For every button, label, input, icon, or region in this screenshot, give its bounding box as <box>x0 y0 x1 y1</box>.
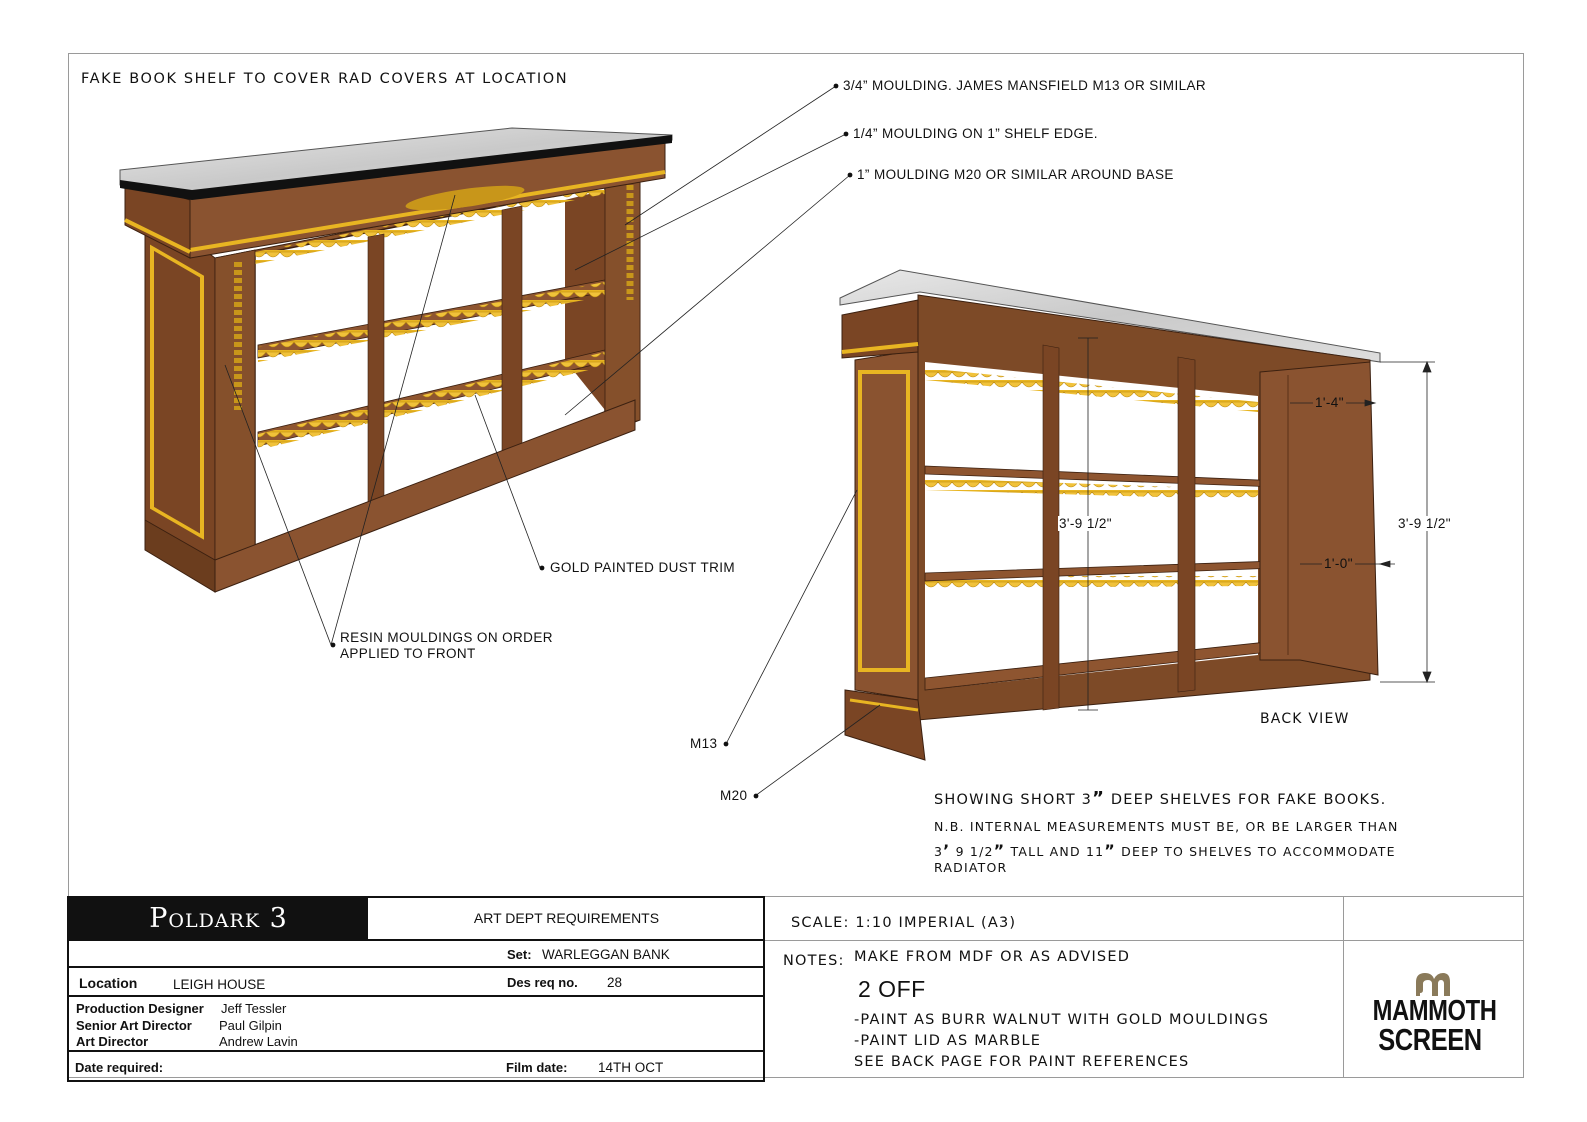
note-nb2-c: 9 1/2 <box>950 844 994 859</box>
front-upright-2 <box>501 205 523 458</box>
set-label: Set: <box>507 947 532 962</box>
mammoth-logo-icon <box>1416 973 1450 996</box>
note-nb2-b: ’ <box>943 841 951 860</box>
tb-line-1 <box>69 939 764 941</box>
callout-moulding-34: 3/4” MOULDING. JAMES MANSFIELD M13 OR SI… <box>843 78 1207 93</box>
note-nb-line3: RADIATOR <box>934 860 1008 875</box>
tb-line-2 <box>69 966 764 968</box>
front-frieze-ornament <box>405 185 525 211</box>
set-value: WARLEGGAN BANK <box>542 947 670 962</box>
art-dept-header: ART DEPT REQUIREMENTS <box>473 910 660 926</box>
note-paint-walnut: -PAINT AS BURR WALNUT WITH GOLD MOULDING… <box>854 1012 1270 1028</box>
note-back-page: SEE BACK PAGE FOR PAINT REFERENCES <box>854 1054 1190 1070</box>
production-title-bar <box>69 898 368 940</box>
pd-value: Jeff Tessler <box>221 1001 287 1016</box>
front-right-pilaster <box>604 177 641 431</box>
dim-shelf-depth: 1'-0" <box>1322 556 1355 571</box>
back-upright-1 <box>1042 344 1060 711</box>
sad-label: Senior Art Director <box>76 1018 192 1033</box>
note-short-shelves-a: SHOWING SHORT 3 <box>934 792 1093 808</box>
notes-label: NOTES: <box>783 953 845 969</box>
note-nb-line2: 3’ 9 1/2” TALL AND 11” DEEP TO SHELVES T… <box>934 841 1396 860</box>
note-short-shelves-c: DEEP SHELVES FOR FAKE BOOKS. <box>1105 792 1387 808</box>
pd-label: Production Designer <box>76 1001 204 1016</box>
dim-height-inner: 3'-9 1/2" <box>1058 516 1113 531</box>
back-cornice <box>841 299 919 359</box>
front-plinth-side <box>144 519 216 593</box>
dim-height-outer: 3'-9 1/2" <box>1397 516 1452 531</box>
scale-text: SCALE: 1:10 IMPERIAL (A3) <box>791 915 1017 931</box>
front-left-side-gold-panel <box>150 244 204 540</box>
desreq-label: Des req no. <box>507 975 578 990</box>
note-short-shelves: SHOWING SHORT 3” DEEP SHELVES FOR FAKE B… <box>934 788 1386 809</box>
callout-dust-trim: GOLD PAINTED DUST TRIM <box>550 560 736 575</box>
callout-m13: M13 <box>690 736 718 751</box>
callout-moulding-1: 1” MOULDING M20 OR SIMILAR AROUND BASE <box>857 167 1174 182</box>
ad-value: Andrew Lavin <box>219 1034 298 1049</box>
sad-value: Paul Gilpin <box>219 1018 282 1033</box>
film-date-value: 14TH OCT <box>598 1060 664 1075</box>
note-nb2-e: TALL AND 11 <box>1005 844 1105 859</box>
right-block-vline <box>1343 896 1344 1078</box>
back-view-label: BACK VIEW <box>1260 711 1350 727</box>
callout-m20: M20 <box>720 788 748 803</box>
right-block <box>765 896 1524 1078</box>
logo-line2: SCREEN <box>1378 1022 1482 1057</box>
back-trim-2 <box>925 478 1258 500</box>
note-nb2-d: ” <box>993 841 1006 860</box>
note-nb2-a: 3 <box>934 844 944 859</box>
back-right-end <box>1259 361 1379 676</box>
location-label: Location <box>79 975 138 991</box>
production-title: Poldark 3 <box>149 903 288 934</box>
callout-moulding-14: 1/4” MOULDING ON 1” SHELF EDGE. <box>853 126 1098 141</box>
callout-resin-line1: RESIN MOULDINGS ON ORDER <box>340 630 553 645</box>
note-nb-line1: N.B. INTERNAL MEASUREMENTS MUST BE, OR B… <box>934 819 1399 834</box>
note-mdf: MAKE FROM MDF OR AS ADVISED <box>854 949 1131 965</box>
title-block <box>67 896 765 1082</box>
tb-vline-header <box>367 898 368 940</box>
desreq-value: 28 <box>607 975 623 990</box>
back-trim-3 <box>925 576 1258 588</box>
front-marble-edge <box>120 135 672 200</box>
drawing-title: FAKE BOOK SHELF TO COVER RAD COVERS AT L… <box>81 71 569 87</box>
back-upright-2 <box>1177 356 1196 693</box>
date-required-label: Date required: <box>75 1060 164 1075</box>
leader-lines <box>224 85 881 797</box>
callout-resin-line2: APPLIED TO FRONT <box>340 646 476 661</box>
note-paint-marble: -PAINT LID AS MARBLE <box>854 1033 1042 1049</box>
drawing-frame <box>68 53 1524 1078</box>
tb-line-3 <box>69 995 764 997</box>
right-block-hline <box>765 940 1524 941</box>
leader-dots <box>330 83 853 799</box>
back-view-bookcase <box>839 269 1381 761</box>
note-nb2-f: ” <box>1104 841 1116 860</box>
tb-line-4 <box>69 1050 764 1052</box>
dim-depth-top: 1'-4" <box>1313 395 1346 410</box>
back-left-gold-panel <box>858 370 910 672</box>
note-2-off: 2 OFF <box>858 976 926 1002</box>
note-short-shelves-b: ” <box>1092 788 1106 809</box>
front-left-pilaster <box>214 249 256 591</box>
back-trim-1 <box>925 368 1258 412</box>
front-view-bookcase <box>119 127 673 593</box>
note-nb2-g: DEEP TO SHELVES TO ACCOMMODATE <box>1116 844 1396 859</box>
film-date-label: Film date: <box>506 1060 568 1075</box>
ad-label: Art Director <box>76 1034 149 1049</box>
location-value: LEIGH HOUSE <box>173 977 266 992</box>
logo-line1: MAMMOTH <box>1372 995 1497 1027</box>
front-upright-1 <box>367 233 385 507</box>
